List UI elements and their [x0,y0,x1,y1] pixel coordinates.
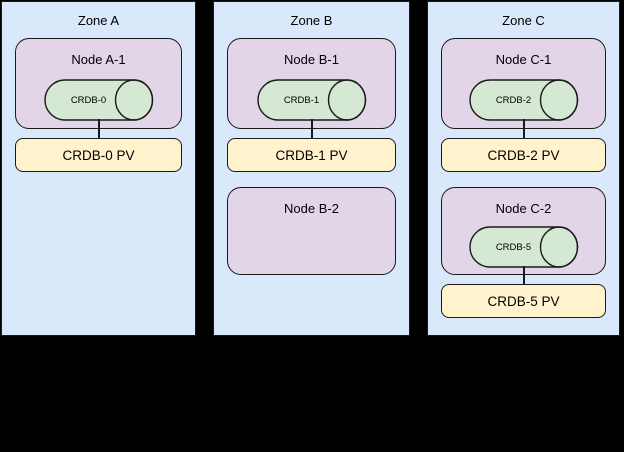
connector-crdb-1-to-pv [310,119,313,139]
zone-c-label: Zone C [502,13,545,28]
node-c-2: Node C-2 CRDB-5 [441,187,606,275]
zone-a: Zone A Node A-1 CRDB-0 CRDB-0 PV [1,1,196,336]
node-b-1: Node B-1 CRDB-1 [227,38,396,129]
pod-crdb-2-label: CRDB-2 [495,94,532,106]
zone-b: Zone B Node B-1 CRDB-1 CRDB-1 PV Node B-… [213,1,410,336]
pod-crdb-0: CRDB-0 [43,79,154,121]
node-b-1-label: Node B-1 [284,52,339,67]
zone-b-label: Zone B [290,13,333,28]
zone-c: Zone C Node C-1 CRDB-2 CRDB-2 PV Node C-… [427,1,620,336]
connector-crdb-5-to-pv [522,266,525,285]
pv-crdb-1: CRDB-1 PV [227,138,396,172]
database-cylinder-icon [43,79,153,121]
pod-crdb-5-label: CRDB-5 [495,241,532,253]
zone-a-label: Zone A [77,13,120,28]
pod-crdb-1-label: CRDB-1 [283,94,320,106]
node-c-1-label: Node C-1 [495,52,552,67]
pv-crdb-5-label: CRDB-5 PV [487,293,560,309]
database-cylinder-icon [468,226,578,268]
node-a-1-label: Node A-1 [71,52,126,67]
database-cylinder-icon [468,79,578,121]
node-c-2-label: Node C-2 [495,201,552,216]
node-c-1: Node C-1 CRDB-2 [441,38,606,129]
pod-crdb-0-label: CRDB-0 [70,94,107,106]
pv-crdb-0-label: CRDB-0 PV [62,147,135,163]
database-cylinder-icon [256,79,366,121]
pv-crdb-2-label: CRDB-2 PV [487,147,560,163]
pod-crdb-5: CRDB-5 [468,226,579,268]
node-b-2-label: Node B-2 [284,201,339,216]
pod-crdb-2: CRDB-2 [468,79,579,121]
pod-crdb-1: CRDB-1 [256,79,367,121]
node-b-2: Node B-2 [227,187,396,275]
connector-crdb-2-to-pv [522,119,525,139]
pv-crdb-0: CRDB-0 PV [15,138,182,172]
pv-crdb-5: CRDB-5 PV [441,284,606,318]
pv-crdb-1-label: CRDB-1 PV [275,147,348,163]
connector-crdb-0-to-pv [97,119,100,139]
node-a-1: Node A-1 CRDB-0 [15,38,182,129]
pv-crdb-2: CRDB-2 PV [441,138,606,172]
